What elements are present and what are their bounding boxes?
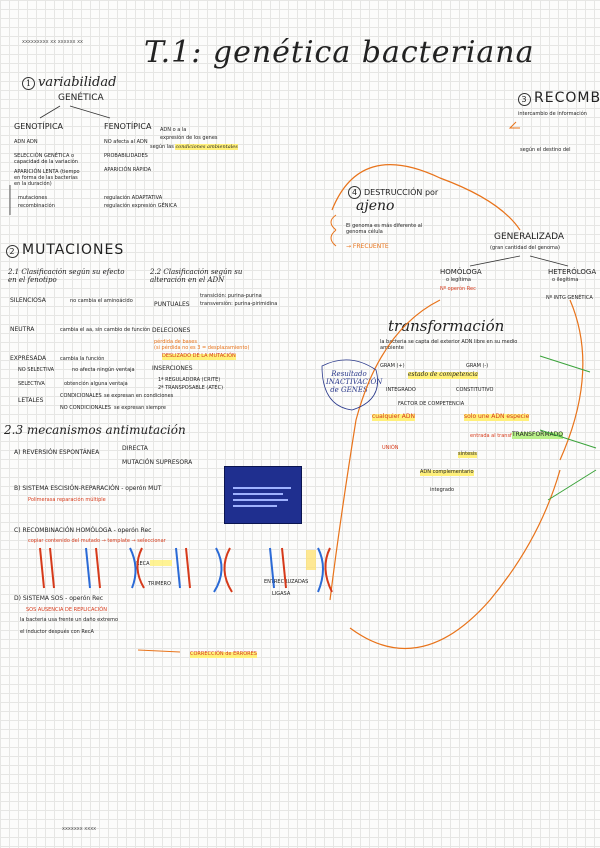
branch-generalizada <box>470 256 568 266</box>
green-arrows <box>540 356 596 500</box>
recomb-sketches <box>40 548 332 592</box>
curve-to-generalizada <box>332 165 520 230</box>
branch-lines-1 <box>40 106 110 118</box>
arrow-section3 <box>510 122 520 128</box>
curve-transformacion <box>330 300 440 600</box>
resultado-bubble <box>322 360 378 410</box>
brace-section4 <box>331 215 336 246</box>
sketch-highlight-1 <box>150 560 172 566</box>
curve-bottom <box>350 470 560 648</box>
sketch-highlight-2 <box>306 550 316 570</box>
sos-arrow <box>138 650 180 652</box>
curve-right <box>560 300 583 460</box>
